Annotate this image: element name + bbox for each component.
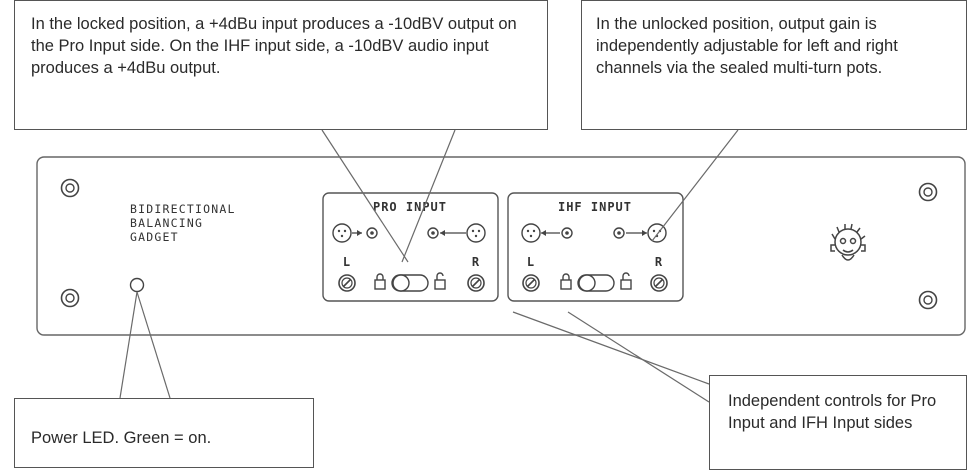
callout-locked-position: In the locked position, a +4dBu input pr… — [14, 0, 548, 130]
device-name-line-3: GADGET — [130, 230, 179, 244]
ihf-input-title: IHF INPUT — [558, 200, 632, 214]
callout-power-led: Power LED. Green = on. — [14, 398, 314, 468]
callout-unlocked-position: In the unlocked position, output gain is… — [581, 0, 967, 130]
mascot-logo-icon — [830, 223, 866, 261]
ihf-right-label: R — [655, 255, 663, 269]
pro-input-title: PRO INPUT — [373, 200, 447, 214]
ihf-left-label: L — [527, 255, 535, 269]
pro-input-section: PRO INPUT L R — [322, 192, 499, 302]
pro-left-label: L — [343, 255, 351, 269]
callout-power-led-text: Power LED. Green = on. — [31, 429, 212, 447]
ihf-input-section: IHF INPUT L R — [507, 192, 684, 302]
callout-locked-text: In the locked position, a +4dBu input pr… — [31, 15, 517, 77]
power-led-icon — [129, 277, 145, 293]
pro-right-label: R — [472, 255, 480, 269]
device-name-line-2: BALANCING — [130, 216, 203, 230]
device-front-panel — [36, 156, 966, 336]
callout-controls-text: Independent controls for Pro Input and I… — [728, 392, 937, 432]
callout-unlocked-text: In the unlocked position, output gain is… — [596, 15, 898, 77]
leader-lines — [119, 129, 739, 403]
callout-independent-controls: Independent controls for Pro Input and I… — [709, 375, 967, 470]
device-name-line-1: BIDIRECTIONAL — [130, 202, 236, 216]
